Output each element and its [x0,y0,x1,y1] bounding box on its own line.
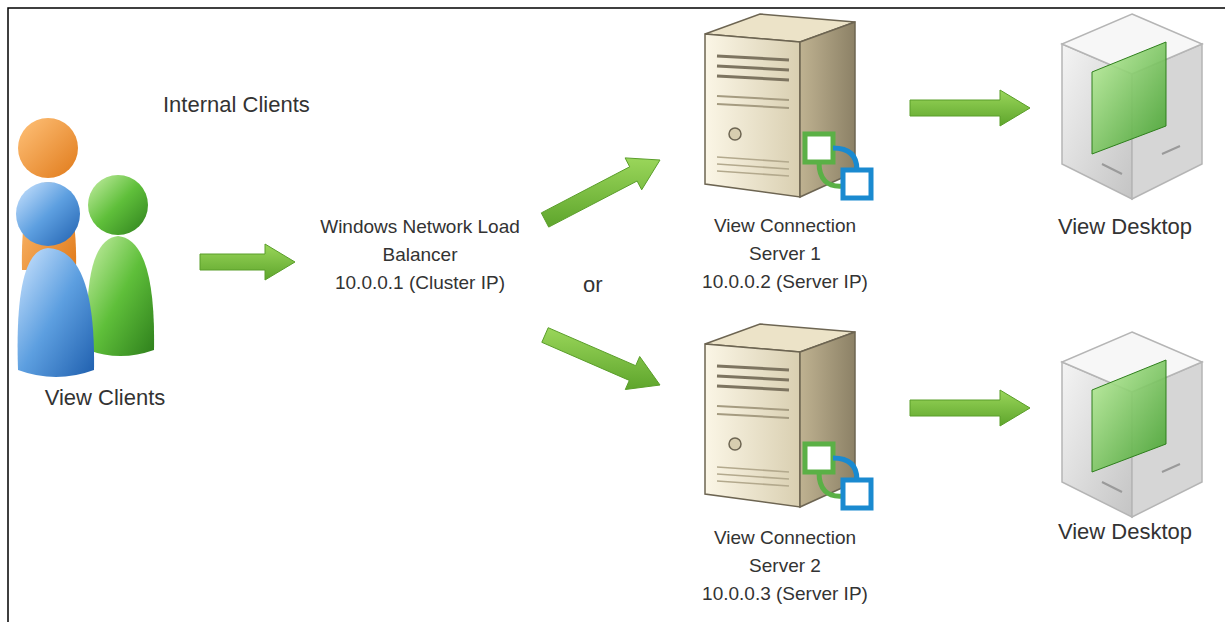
node-label: View Clients [45,384,166,412]
connection-server-node: View Connection Server 210.0.0.3 (Server… [660,315,910,612]
node-label: View Connection Server 1 [695,212,875,268]
flow-arrow [541,158,660,227]
desktop-icon [1062,332,1202,517]
server-icon [705,324,871,508]
clients-icon [16,118,154,377]
flow-arrow [910,90,1030,126]
desktop-icon [1062,14,1202,199]
connection-server-node: View Connection Server 110.0.0.2 (Server… [660,5,910,300]
ip-address: 10.0.0.1 (Cluster IP) [335,269,505,297]
node-label: Windows Network Load Balancer [313,213,528,269]
node-label: View Desktop [1058,213,1192,241]
frame-line [8,8,1225,622]
desktop-node: View Desktop [1030,5,1220,245]
flow-arrow [910,390,1030,426]
ip-address: 10.0.0.2 (Server IP) [702,268,868,296]
load-balancer-node: Windows Network Load Balancer10.0.0.1 (C… [295,195,545,345]
clients-node: View Clients [10,125,200,420]
group-label: Internal Clients [163,92,310,118]
flow-arrow [200,244,295,280]
node-label: View Connection Server 2 [695,524,875,580]
ip-address: 10.0.0.3 (Server IP) [702,580,868,608]
flow-arrow [542,328,660,390]
choice-label: or [583,272,603,298]
desktop-node: View Desktop [1030,325,1220,550]
node-label: View Desktop [1058,518,1192,546]
server-icon [705,14,871,198]
